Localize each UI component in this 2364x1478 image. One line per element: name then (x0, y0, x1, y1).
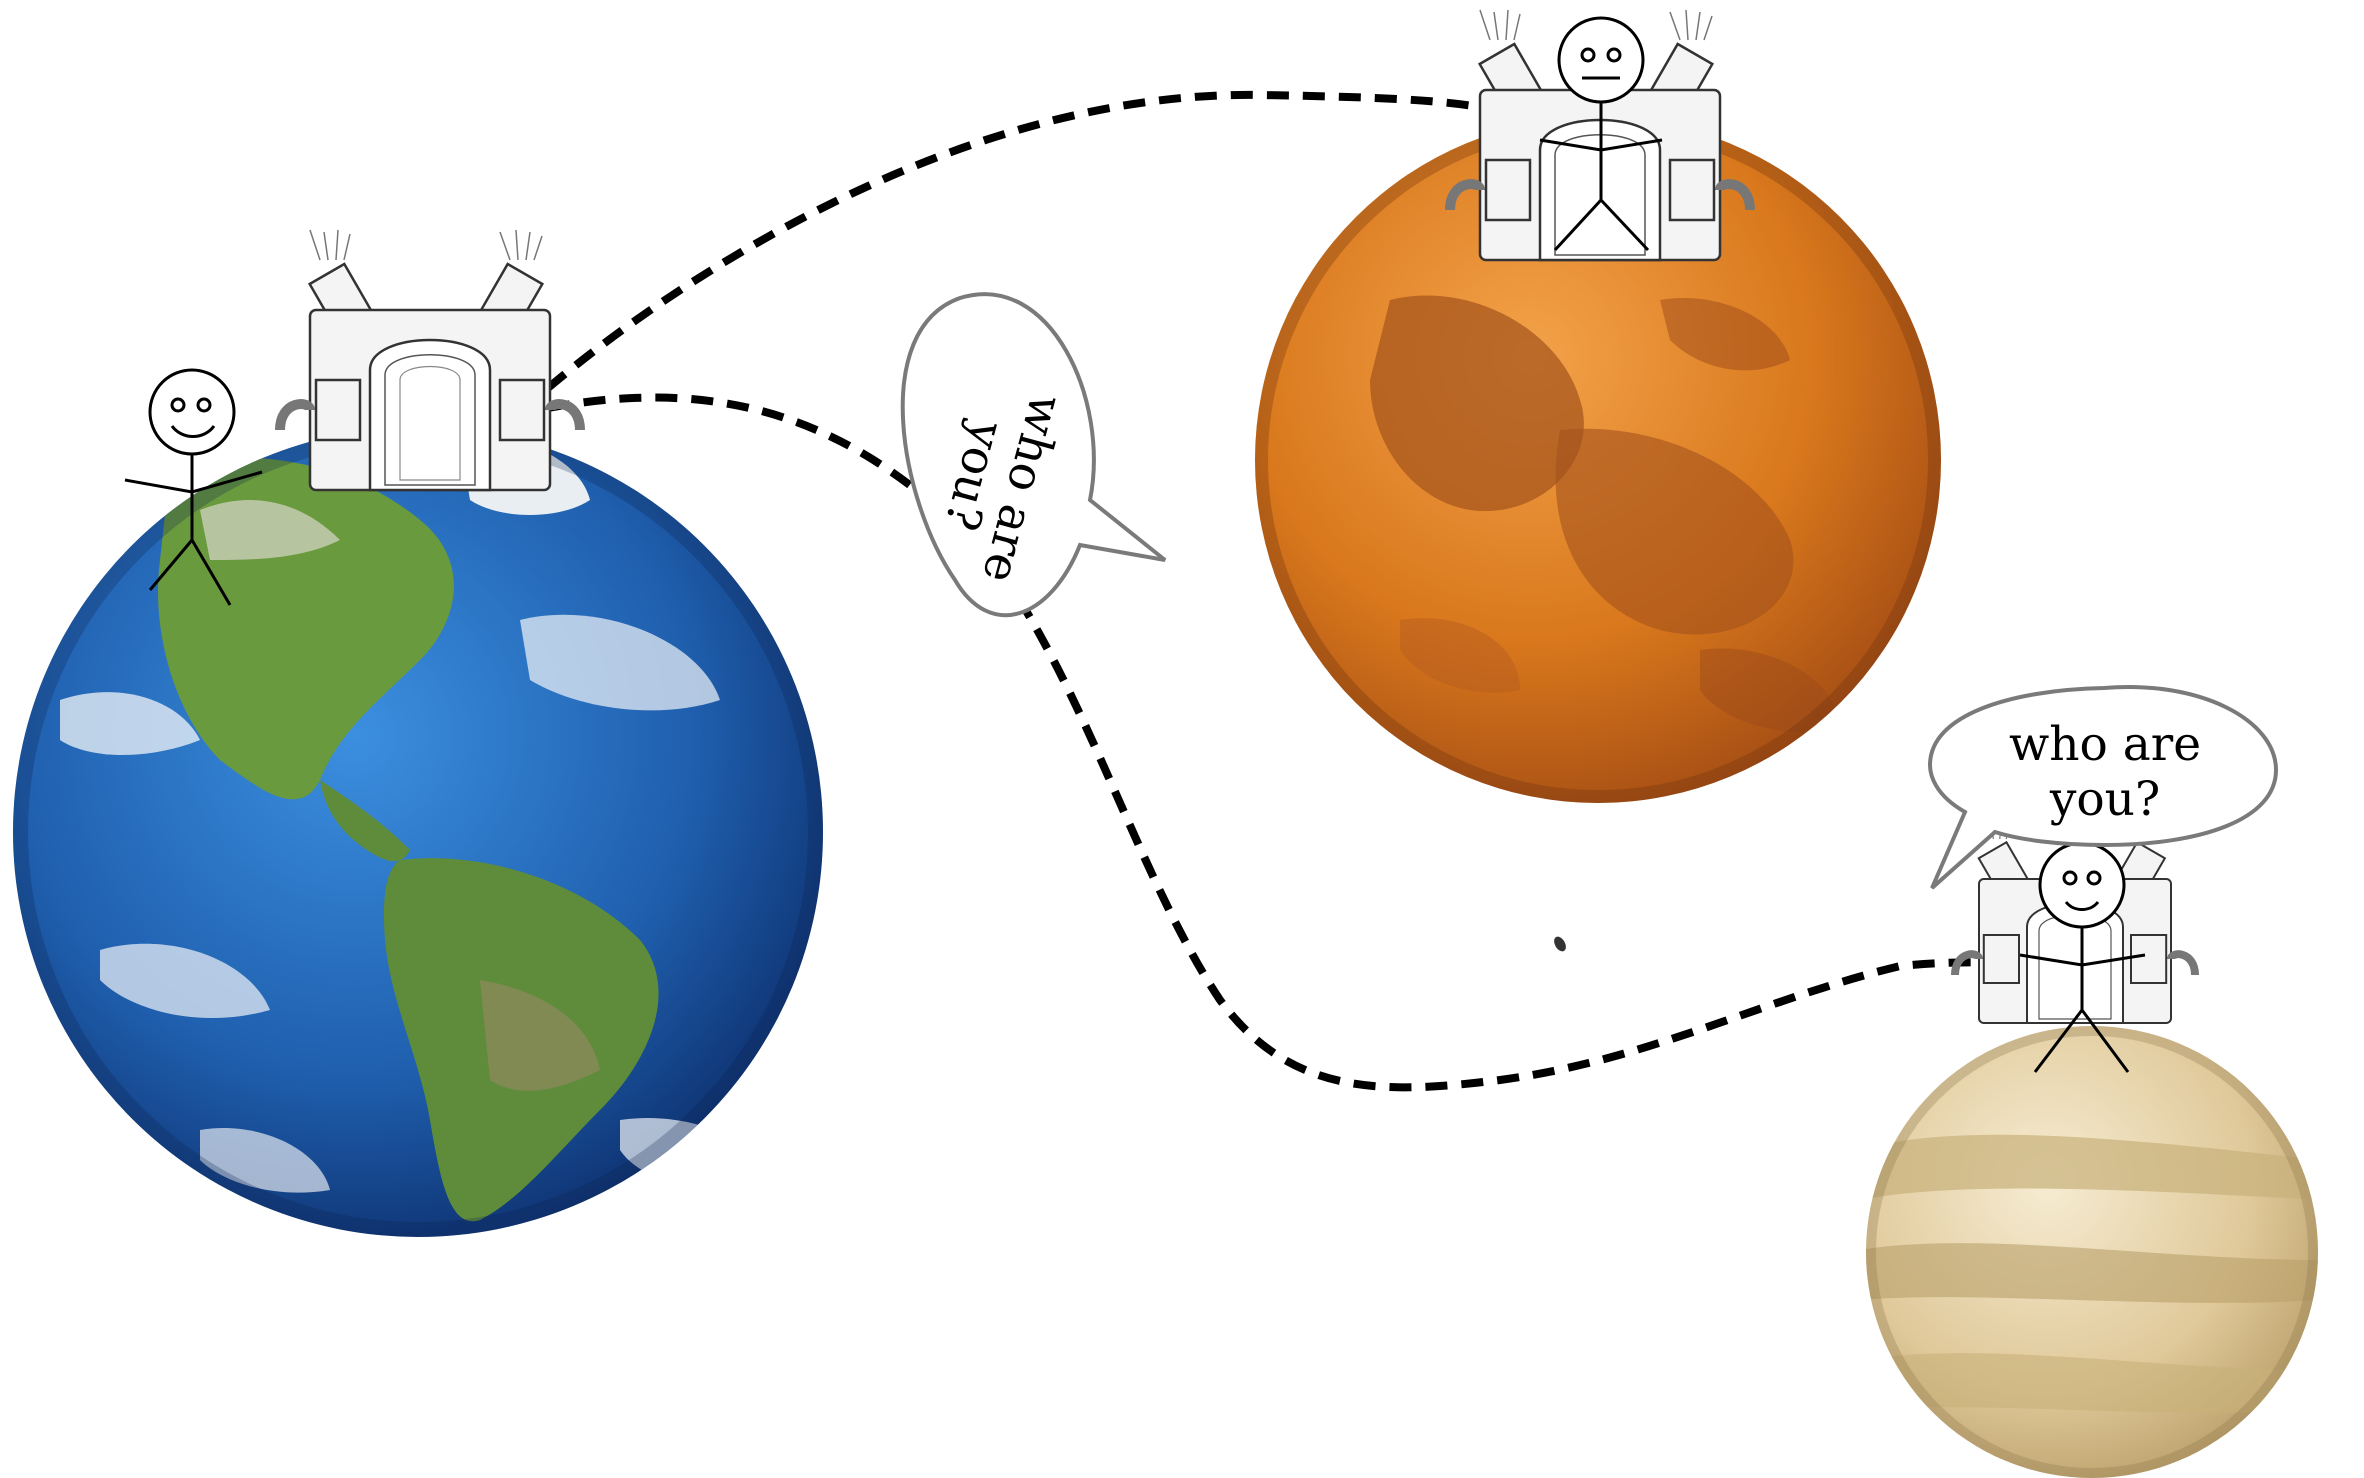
bubble-venus-line1: who are (2009, 717, 2201, 772)
speech-bubble-flipped: who are you? (903, 294, 1165, 615)
small-dot (1552, 935, 1569, 954)
bubble-venus-line2: you? (2049, 772, 2160, 827)
earth-icon (13, 427, 823, 1237)
venus-icon (1860, 1026, 2320, 1478)
portal-machine-earth (280, 230, 580, 490)
